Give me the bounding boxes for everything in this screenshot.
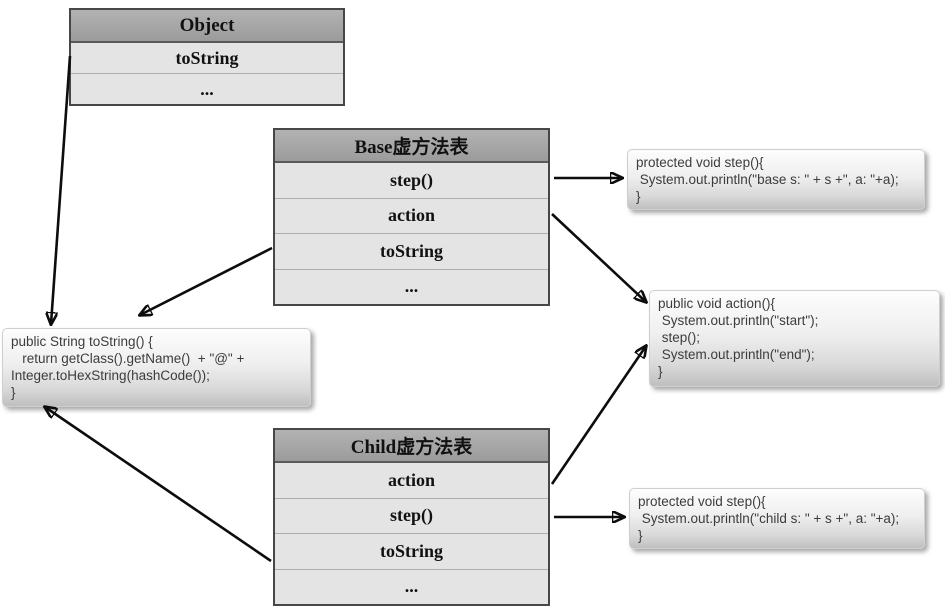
arrow-child-action-to-code [550,346,646,485]
code-line: } [638,528,643,543]
code-line: } [636,189,641,204]
base-vtable-row-ellipsis: ... [275,268,548,304]
child-vtable-row-tostring: toString [275,533,548,569]
code-line: System.out.println("base s: " + s +", a:… [636,172,899,187]
base-vtable-row-action: action [275,197,548,233]
base-vtable-row-tostring: toString [275,233,548,269]
base-vtable-row-step: step() [275,163,548,198]
arrow-base-tostring-to-code [140,246,273,315]
arrow-child-tostring-to-code [45,407,272,563]
code-line: public void action(){ [658,296,776,311]
code-line: step(); [658,330,701,345]
child-vtable-title: Child虚方法表 [275,430,548,463]
base-vtable: Base虚方法表 step() action toString ... [273,128,550,306]
action-code-box: public void action(){ System.out.println… [649,290,940,387]
object-vtable-row-ellipsis: ... [71,73,343,104]
object-vtable-title: Object [71,10,343,43]
tostring-code-box: public String toString() { return getCla… [2,328,311,407]
code-line: System.out.println("end"); [658,347,815,362]
code-line: protected void step(){ [638,494,766,509]
child-vtable-row-ellipsis: ... [275,568,548,604]
child-step-code-box: protected void step(){ System.out.printl… [629,488,925,549]
code-line: protected void step(){ [636,155,764,170]
child-vtable-row-step: step() [275,497,548,533]
object-vtable: Object toString ... [69,8,345,106]
arrow-base-action-to-code [551,213,646,302]
code-line: System.out.println("child s: " + s +", a… [638,511,900,526]
base-vtable-title: Base虚方法表 [275,130,548,163]
code-line: return getClass().getName() + "@" + [11,351,245,366]
code-line: Integer.toHexString(hashCode()); [11,368,210,383]
object-vtable-row-tostring: toString [71,43,343,73]
child-vtable-row-action: action [275,463,548,498]
child-vtable: Child虚方法表 action step() toString ... [273,428,550,606]
code-line: public String toString() { [11,334,153,349]
code-line: } [11,385,16,400]
code-line: System.out.println("start"); [658,313,819,328]
arrow-object-tostring-to-code [51,55,72,324]
code-line: } [658,364,663,379]
base-step-code-box: protected void step(){ System.out.printl… [627,149,925,210]
